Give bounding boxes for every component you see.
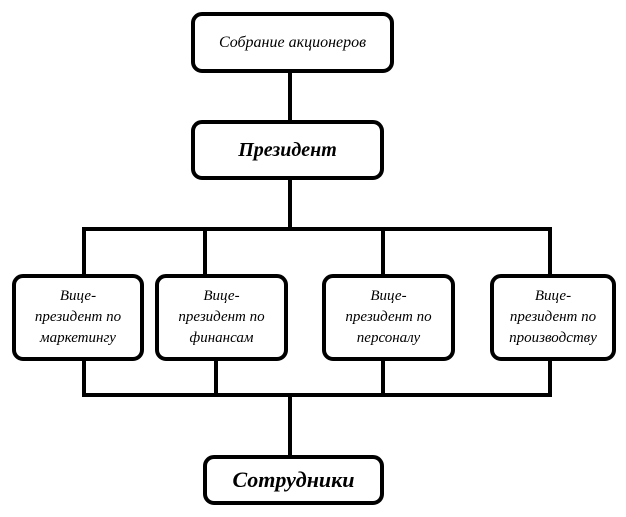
vp-personnel-label: Вице- президент по персоналу — [345, 288, 432, 346]
shareholders-meeting-label: Собрание акционеров — [218, 33, 367, 51]
vp-marketing-box: Вице- президент по маркетингу — [12, 274, 144, 361]
vp-production-label: Вице- президент по производству — [509, 288, 597, 346]
vp-production-box: Вице- президент по производству — [490, 274, 616, 361]
shareholders-meeting-box: Собрание акционеров — [191, 12, 394, 73]
employees-box: Сотрудники — [203, 455, 384, 505]
employees-label: Сотрудники — [232, 467, 355, 492]
president-label: Президент — [238, 138, 337, 161]
vp-finance-label: Вице- президент по финансам — [178, 288, 265, 346]
vp-personnel-box: Вице- президент по персоналу — [322, 274, 455, 361]
vp-marketing-label: Вице- президент по маркетингу — [34, 288, 122, 346]
vp-finance-box: Вице- президент по финансам — [155, 274, 288, 361]
president-box: Президент — [191, 120, 384, 180]
